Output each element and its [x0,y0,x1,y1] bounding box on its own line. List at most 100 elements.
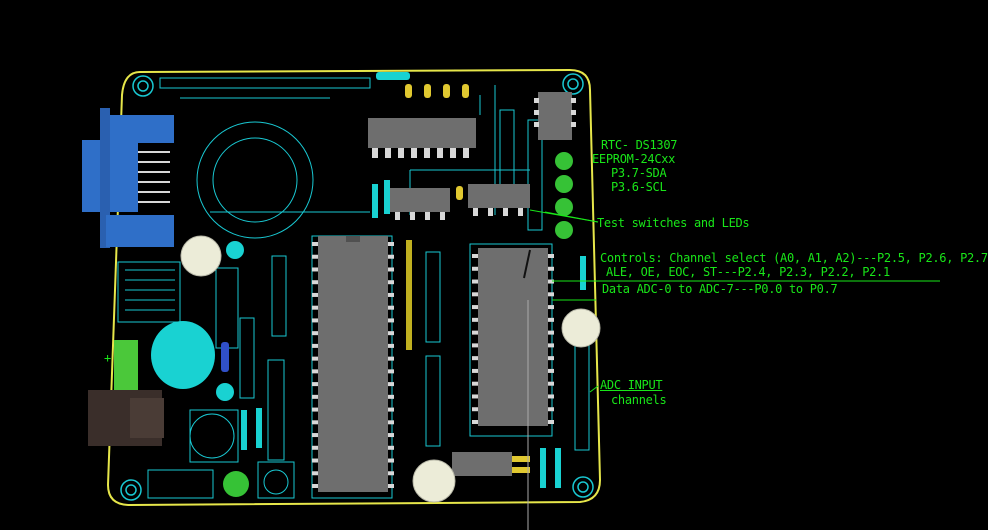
ic-pin [472,254,478,258]
yellow-capacitors [405,84,469,200]
annotation-eeprom: EEPROM-24Cxx [592,152,676,166]
ic-pin [472,368,478,373]
ic-pin [548,305,554,310]
ic-pin [312,331,318,336]
ic-pin [312,382,318,387]
pcb-traces [117,77,590,499]
ic-pin [388,484,394,488]
ic-pin [472,407,478,412]
ic-pin [312,484,318,488]
ic-pin [472,420,478,424]
ic-pin [472,381,478,386]
ic-pin [312,343,318,348]
annotation-sda: P3.7-SDA [611,166,667,180]
ic-pin [472,266,478,271]
ic-pin [312,394,318,399]
ic-pin [312,445,318,450]
microcontroller-pins [312,242,394,488]
power-terminal: + [104,340,138,396]
ic-pin [312,292,318,297]
ic-pin [548,420,554,424]
ic-pin [312,267,318,272]
ic-pin [472,279,478,284]
ic-pin [472,330,478,335]
ic-rtc [534,92,576,140]
ic-pin [548,279,554,284]
adc-pins [472,254,554,424]
ic-pin [388,280,394,285]
ic-small [468,184,530,216]
yellow-bar [406,240,412,350]
ic-bottom [452,452,530,476]
ic-pin [548,292,554,297]
ic-pin [472,356,478,361]
ic-pin [548,330,554,335]
ic-pin [388,343,394,348]
adc-0808 [478,248,548,426]
svg-text:+: + [104,351,111,365]
ic-pin [472,317,478,322]
cyan-components [151,180,586,488]
resistor [221,342,229,372]
ic-pin [548,343,554,348]
ic-pin [548,407,554,412]
ic-pin [548,317,554,322]
ic-pin [312,420,318,425]
ic-pin [388,356,394,361]
annotation-channels: channels [611,393,667,407]
ic-pin [312,242,318,246]
ic-pin [472,394,478,399]
ic-pin [388,267,394,272]
ic-pin [388,471,394,476]
ic-pin [388,292,394,297]
ic-pin [548,254,554,258]
annotation-rtc: RTC- DS1307 [601,138,678,152]
ic-pin [388,433,394,438]
crystal [376,72,410,80]
ic-pin [388,382,394,387]
ic-pin [388,254,394,259]
ic-pin [548,356,554,361]
ic-pin [388,394,394,399]
white-capacitors [180,235,601,503]
ic-pin [388,420,394,425]
ic-pin [388,242,394,246]
ic-pin [312,369,318,374]
ic-pin [548,368,554,373]
ic-pin [312,305,318,310]
ic-pin [388,407,394,412]
ic-pin [312,254,318,259]
microcontroller-8051 [318,236,388,492]
ic-pin [548,394,554,399]
ic-pin [388,305,394,310]
annotation-controls: Controls: Channel select (A0, A1, A2)---… [600,251,988,265]
pcb-3d-render: + [82,68,940,530]
ic-eeprom [390,188,450,220]
serial-connector [82,108,174,248]
dc-jack [88,390,164,446]
ic-pin [312,407,318,412]
ic-pin [548,381,554,386]
annotation-test: Test switches and LEDs [597,216,750,230]
ic-pin [312,280,318,285]
ic-pin [388,318,394,323]
ic-pin [388,331,394,336]
ic-pin [312,356,318,361]
annotation-data-adc: Data ADC-0 to ADC-7---P0.0 to P0.7 [602,282,838,296]
ic-pin [472,343,478,348]
board-outline [106,68,602,507]
ic-pin [388,445,394,450]
ic-pin [312,433,318,438]
annotation-scl: P3.6-SCL [611,180,667,194]
ic-pin [388,369,394,374]
annotation-adc-input: ADC INPUT [600,378,663,392]
ic-pin [472,292,478,297]
annotation-leaders [527,209,940,530]
ic-pin [312,318,318,323]
test-leds [223,152,573,497]
mounting-holes [120,73,594,501]
ic-pin [548,266,554,271]
ic-top [368,118,476,158]
ic-pin [312,458,318,463]
ic-pin [472,305,478,310]
